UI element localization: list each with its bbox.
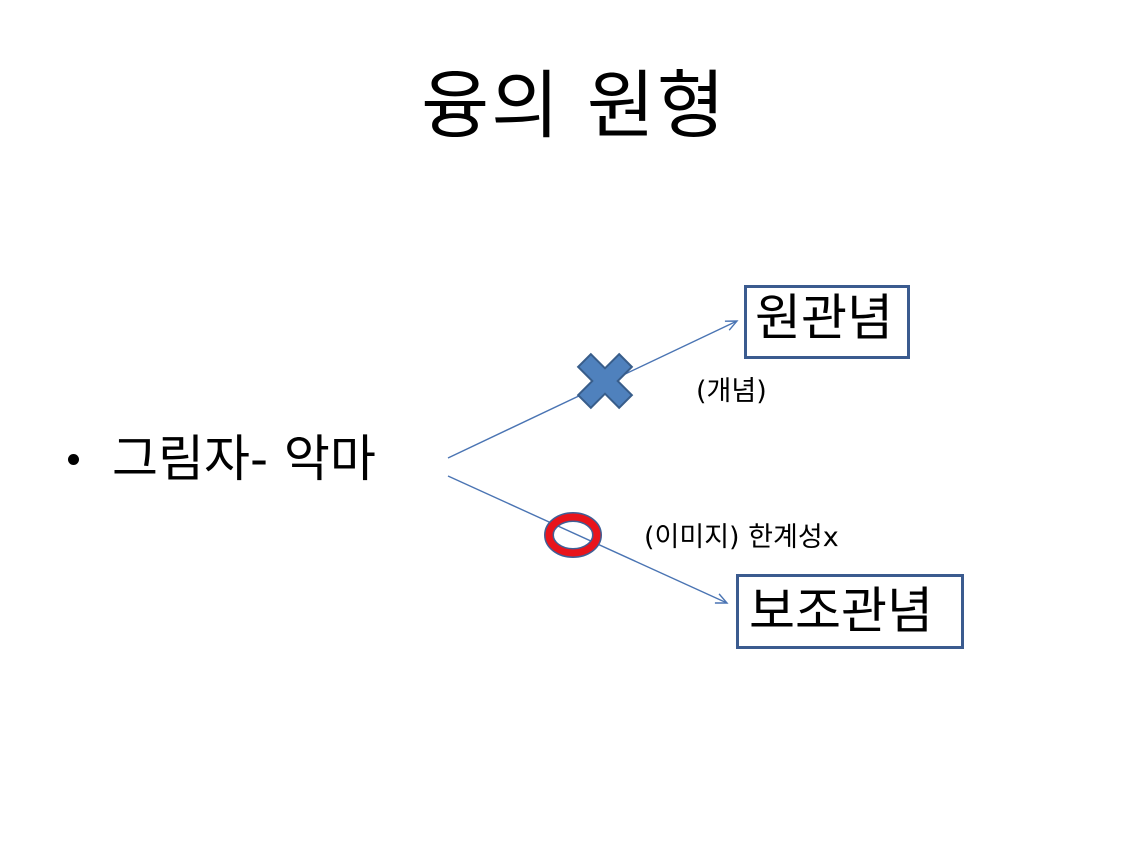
arrow-to-auxiliary	[447, 475, 729, 604]
slide-title: 융의 원형	[421, 63, 727, 149]
concept-note: (개념)	[696, 376, 767, 407]
auxiliary-box: 보조관념	[736, 574, 964, 649]
image-note: (이미지) 한계성x	[644, 522, 839, 553]
archetype-box: 원관념	[744, 285, 910, 359]
bullet-text: 그림자- 악마	[112, 430, 376, 488]
archetype-label: 원관념	[755, 289, 893, 347]
x-mark-icon	[576, 352, 634, 410]
bullet-item: 그림자- 악마	[68, 424, 376, 494]
bullet-dot-icon	[68, 453, 79, 465]
auxiliary-label: 보조관념	[749, 582, 933, 640]
o-mark-icon	[544, 512, 602, 558]
